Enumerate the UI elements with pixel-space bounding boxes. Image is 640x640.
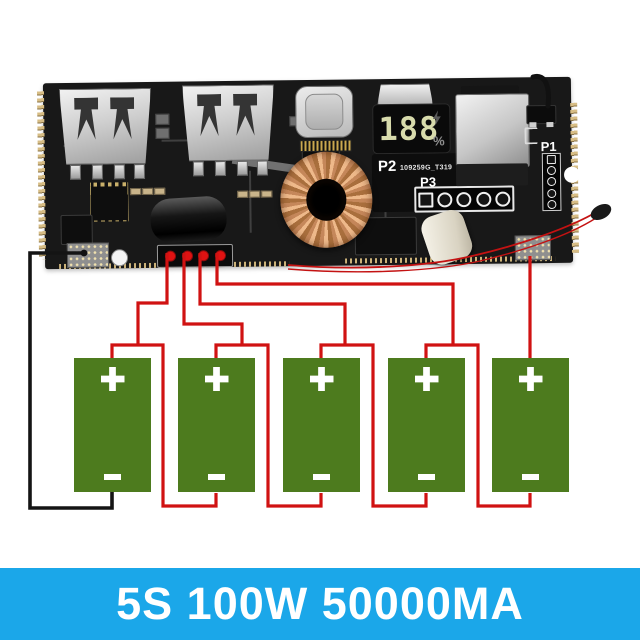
- battery-cell-4: [388, 358, 465, 492]
- minus-terminal-icon: [418, 474, 435, 480]
- smd-resistor: [237, 190, 249, 198]
- electrolytic-capacitor: [149, 195, 228, 244]
- balance-pad-b1: [164, 250, 177, 262]
- smd-resistor: [261, 190, 273, 198]
- plus-terminal-icon: [518, 367, 543, 391]
- usb-leg: [192, 161, 205, 177]
- balance-wire-b4: [215, 253, 455, 346]
- smd-resistor: [154, 187, 166, 195]
- smd-resistor: [142, 187, 154, 196]
- usb-leg: [256, 160, 269, 176]
- edge-notch: [563, 166, 581, 183]
- p1-pad-1: [546, 155, 556, 165]
- smd-resistor: [249, 190, 261, 198]
- plus-terminal-icon: [414, 367, 439, 391]
- battery-cell-5: [492, 358, 569, 492]
- castellated-edge-left: [36, 91, 47, 260]
- plus-terminal-icon: [204, 367, 229, 391]
- power-bank-pcb: 188 % P2 109259G_T319 P3 P1: [36, 76, 581, 270]
- balance-pad-b3: [197, 249, 210, 261]
- p1-header: [541, 152, 562, 212]
- balance-pad-b2: [181, 249, 194, 262]
- usb-c-pins: [299, 139, 352, 153]
- battery-level-display: 188 %: [372, 103, 451, 155]
- pcb-trace: [248, 170, 252, 233]
- b-plus-pad-grid: [514, 235, 552, 261]
- spec-banner: 5S 100W 50000MA: [0, 568, 640, 640]
- display-digits: 188: [378, 109, 440, 149]
- p2-code: 109259G_T319: [399, 164, 453, 172]
- thermistor-probe: [590, 203, 612, 221]
- minus-terminal-icon: [104, 474, 121, 480]
- percent-label: %: [432, 133, 445, 149]
- spec-banner-text: 5S 100W 50000MA: [116, 578, 524, 629]
- p1-pad-4: [547, 188, 557, 198]
- p3-pad-1: [418, 191, 434, 208]
- usb-contact: [110, 97, 135, 139]
- p3-header: [414, 185, 515, 213]
- p1-label: P1: [540, 138, 557, 155]
- control-ic: [90, 182, 129, 222]
- balance-pad-b4: [214, 249, 227, 261]
- p1-pad-2: [546, 166, 557, 176]
- usb-contact: [74, 98, 99, 140]
- usb-a-port-2: [182, 84, 275, 161]
- usb-leg: [91, 164, 104, 180]
- battery-cell-1: [74, 358, 151, 492]
- p3-pad-3: [456, 191, 472, 207]
- usb-c-port: [294, 85, 354, 139]
- p2-label: P2: [377, 157, 397, 176]
- smd-resistor: [130, 188, 142, 196]
- plus-terminal-icon: [100, 367, 125, 391]
- mounting-hole: [110, 249, 129, 267]
- usb-contact: [233, 94, 258, 136]
- usb-leg: [133, 163, 146, 180]
- usb-leg: [214, 161, 227, 177]
- usb-leg: [236, 160, 249, 176]
- b-minus-pad-grid: [66, 242, 110, 268]
- usb-a-port-1: [59, 88, 152, 165]
- plus-terminal-icon: [309, 367, 334, 391]
- p3-pad-5: [495, 191, 511, 207]
- p3-pad-4: [475, 191, 492, 207]
- p1-pad-5: [547, 199, 557, 209]
- metal-shield-module: [455, 93, 530, 169]
- minus-terminal-icon: [522, 474, 539, 480]
- battery-cell-2: [178, 358, 255, 492]
- usb-contact: [197, 94, 222, 136]
- smd-component: [155, 127, 170, 139]
- p3-pad-2: [437, 191, 453, 207]
- minus-terminal-icon: [208, 474, 225, 480]
- silkscreen-bracket: [524, 127, 538, 145]
- shield-base: [455, 163, 529, 187]
- usb-leg: [69, 164, 82, 180]
- detect-switch: [526, 104, 557, 125]
- battery-cell-3: [283, 358, 360, 492]
- minus-terminal-icon: [313, 474, 330, 480]
- p1-pad-3: [547, 177, 557, 187]
- balance-pad-strip: [156, 243, 234, 268]
- usb-leg: [113, 164, 126, 180]
- smd-component: [155, 113, 170, 125]
- small-ic: [60, 214, 93, 246]
